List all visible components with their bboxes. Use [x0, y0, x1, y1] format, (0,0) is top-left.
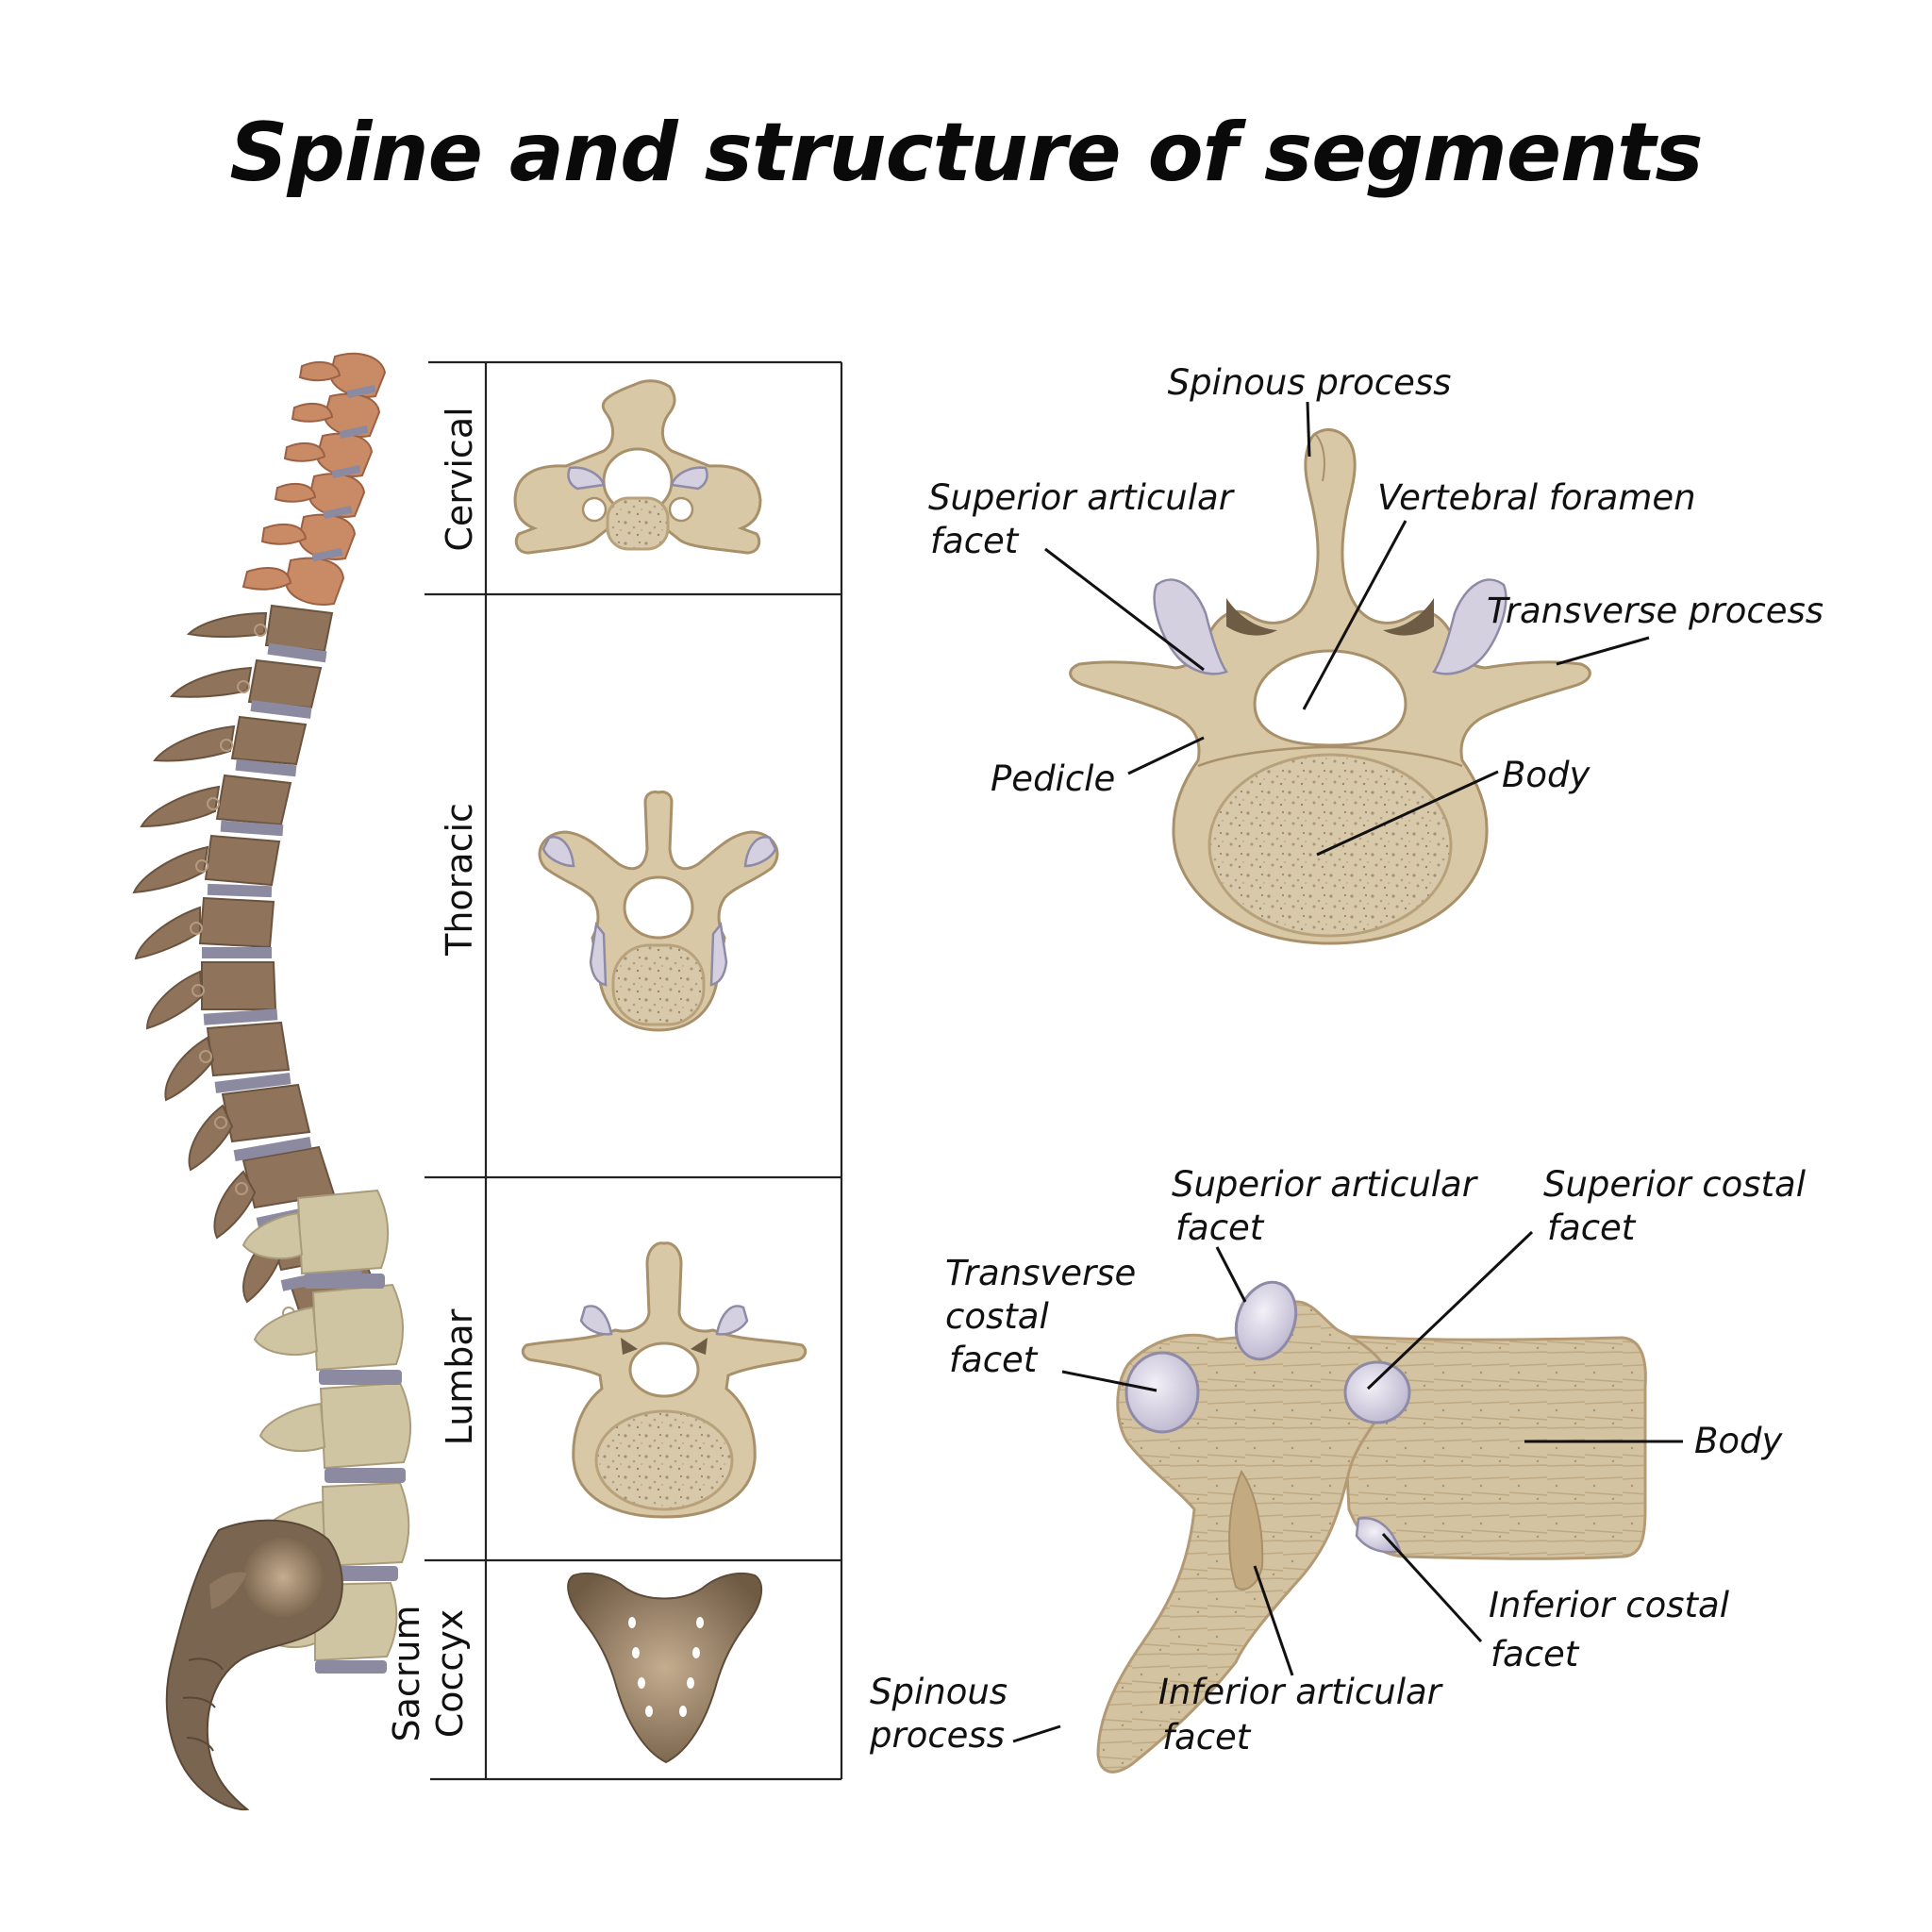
lumbar-vertebra-thumbnail: [521, 1241, 808, 1519]
label-transverse-costal-facet-line1: Transverse: [945, 1253, 1136, 1293]
label-inferior-articular-facet-line2: facet: [1162, 1717, 1252, 1757]
label-vertebral-foramen: Vertebral foramen: [1377, 477, 1696, 518]
label-superior-articular-facet-line2: facet: [930, 521, 1020, 561]
label-spinous-process: Spinous process: [1168, 362, 1452, 403]
segment-label-sacrum: Sacrum: [386, 1605, 427, 1741]
vertebra-top-view: [1069, 428, 1591, 945]
leader-lines: [1012, 401, 1683, 1743]
segment-label-thoracic: Thoracic: [439, 803, 480, 957]
label-body-top: Body: [1502, 755, 1591, 795]
segment-label-coccyx: Coccyx: [429, 1609, 471, 1739]
label-superior-costal-facet-line2: facet: [1547, 1208, 1637, 1248]
segment-label-cervical: Cervical: [439, 407, 480, 551]
label-side-spinous-process-line1: Spinous: [870, 1672, 1008, 1712]
label-transverse-process: Transverse process: [1487, 591, 1824, 631]
label-inferior-costal-facet-line1: Inferior costal: [1489, 1585, 1730, 1625]
spine-column: [132, 352, 411, 1811]
label-transverse-costal-facet-line3: facet: [949, 1340, 1039, 1380]
label-side-superior-articular-facet-line2: facet: [1175, 1208, 1265, 1248]
vertebra-side-view: [1096, 1280, 1647, 1774]
label-superior-articular-facet-line1: Superior articular: [928, 477, 1236, 518]
label-inferior-costal-facet-line2: facet: [1491, 1634, 1580, 1674]
segment-table: [425, 360, 843, 1781]
label-pedicle: Pedicle: [991, 758, 1115, 799]
label-superior-costal-facet-line1: Superior costal: [1543, 1164, 1807, 1205]
label-body-side: Body: [1694, 1421, 1784, 1461]
segment-label-lumbar: Lumbar: [439, 1308, 480, 1445]
sacrum-coccyx: [165, 1519, 343, 1811]
cervical-discs: [311, 384, 376, 562]
label-transverse-costal-facet-line2: costal: [945, 1296, 1049, 1337]
cervical-vertebra-thumbnail: [513, 379, 762, 555]
sacrum-thumbnail: [567, 1572, 763, 1764]
label-inferior-articular-facet-line1: Inferior articular: [1158, 1672, 1444, 1712]
thoracic-vertebra-thumbnail: [538, 791, 779, 1032]
label-side-spinous-process-line2: process: [869, 1715, 1005, 1756]
cervical-vertebrae: [242, 352, 387, 606]
diagram-title: Spine and structure of segments: [229, 106, 1703, 200]
label-side-superior-articular-facet-line1: Superior articular: [1172, 1164, 1479, 1205]
